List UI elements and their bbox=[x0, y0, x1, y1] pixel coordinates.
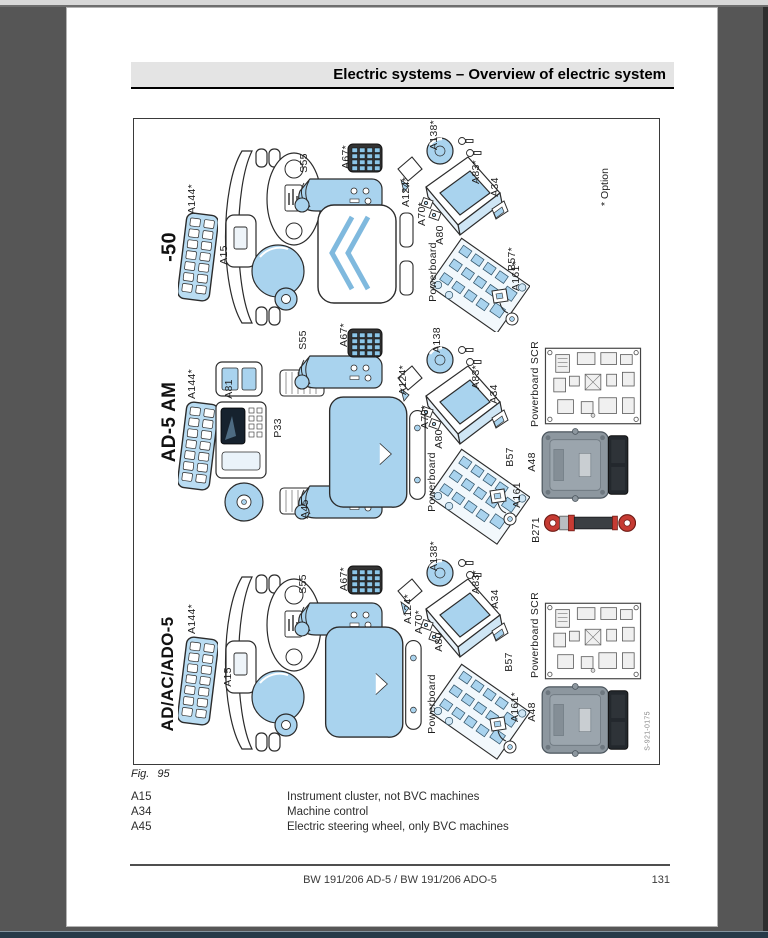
steering-console-art bbox=[224, 148, 322, 326]
label-a161: A161* bbox=[509, 691, 521, 723]
keypad-a144-art bbox=[178, 211, 218, 303]
label-a67: A67* bbox=[340, 145, 352, 169]
label-b57: B57 bbox=[503, 652, 515, 672]
footer-page-number: 131 bbox=[651, 874, 670, 886]
window-right-edge bbox=[763, 7, 768, 931]
machine-illustration-adacado5 bbox=[178, 558, 642, 760]
label-a70: A70* bbox=[413, 610, 425, 634]
label-a34: A34 bbox=[489, 589, 501, 609]
powerboard-scr-art bbox=[544, 347, 642, 425]
machine-illustration-ad5am bbox=[178, 328, 642, 545]
label-s55: S55 bbox=[298, 153, 310, 173]
armrest-s55-art bbox=[294, 355, 383, 390]
keypad-a67-art bbox=[347, 565, 383, 595]
label-a70: A70* bbox=[416, 202, 428, 226]
ecu-a48-art bbox=[541, 683, 629, 757]
label-powerboard-scr: Powerboard SCR bbox=[529, 592, 541, 678]
cylinder-b271-art bbox=[544, 514, 636, 532]
label-a67: A67* bbox=[338, 323, 350, 347]
label-powerboard-scr: Powerboard SCR bbox=[529, 341, 541, 427]
machine-label: -50 bbox=[158, 232, 181, 262]
legend-code: A34 bbox=[131, 806, 152, 818]
label-a45: A45 bbox=[299, 499, 311, 519]
steering-console-art bbox=[224, 574, 322, 752]
label-a161: A161* bbox=[510, 260, 522, 292]
footer-document-title: BW 191/206 AD-5 / BW 191/206 ADO-5 bbox=[303, 874, 497, 886]
label-a15: A15 bbox=[218, 245, 230, 265]
label-a124: A124* bbox=[397, 364, 409, 396]
section-header-bar: Electric systems – Overview of electric … bbox=[131, 62, 674, 89]
label-a138: A138* bbox=[428, 119, 440, 151]
label-a70: A70* bbox=[419, 405, 431, 429]
label-a67: A67* bbox=[338, 567, 350, 591]
label-a144: A144* bbox=[186, 368, 198, 400]
label-powerboard: Powerboard bbox=[427, 242, 439, 302]
seat-art bbox=[318, 205, 413, 303]
keypad-a144-art bbox=[178, 635, 218, 727]
label-a83: A83* bbox=[470, 570, 482, 594]
label-a15: A15 bbox=[222, 667, 234, 687]
taskbar-strip bbox=[0, 931, 768, 938]
label-a161: A161 bbox=[511, 482, 523, 508]
label-powerboard: Powerboard bbox=[426, 452, 438, 512]
powerboard-scr-art bbox=[544, 602, 642, 680]
window-top-divider bbox=[0, 5, 768, 7]
legend-desc: Machine control bbox=[287, 806, 369, 818]
window-top-strip bbox=[0, 0, 768, 5]
label-a80: A80 bbox=[433, 632, 445, 652]
label-b271: B271 bbox=[530, 517, 542, 543]
label-p33: P33 bbox=[272, 418, 284, 438]
keypad-a144-art bbox=[178, 400, 218, 492]
seat-art bbox=[328, 396, 426, 508]
seat-art bbox=[324, 626, 422, 738]
label-a144: A144* bbox=[186, 603, 198, 635]
label-s55: S55 bbox=[297, 574, 309, 594]
drawing-number: S-921-0175 bbox=[644, 711, 652, 751]
keypad-a67-art bbox=[347, 328, 383, 358]
label-a138: A138* bbox=[428, 540, 440, 572]
label-a83: A83* bbox=[470, 160, 482, 184]
label-s55: S55 bbox=[297, 330, 309, 350]
label-a48: A48 bbox=[526, 452, 538, 472]
label-a80: A80 bbox=[433, 429, 445, 449]
label-a81: A81 bbox=[223, 379, 235, 399]
legend-code: A45 bbox=[131, 821, 152, 833]
legend-code: A15 bbox=[131, 791, 152, 803]
label-b57: B57 bbox=[504, 447, 516, 467]
legend-desc: Electric steering wheel, only BVC machin… bbox=[287, 821, 509, 833]
label-powerboard: Powerboard bbox=[426, 674, 438, 734]
label-a83: A83* bbox=[470, 365, 482, 389]
label-a124: A124* bbox=[400, 176, 412, 208]
machine-label: AD/AC/ADO-5 bbox=[158, 616, 177, 732]
label-a144: A144* bbox=[186, 183, 198, 215]
machine-illustration-50 bbox=[178, 136, 530, 332]
page-footer: BW 191/206 AD-5 / BW 191/206 ADO-5 131 bbox=[130, 874, 670, 888]
footer-rule bbox=[130, 864, 670, 866]
label-a34: A34 bbox=[489, 177, 501, 197]
diagram-row-adacado5: AD/AC/ADO-5 A144* A15 S55 A67* A124* A13… bbox=[134, 541, 661, 766]
legend-desc: Instrument cluster, not BVC machines bbox=[287, 791, 480, 803]
keypad-a67-art bbox=[347, 143, 383, 173]
diagram-row-50: -50 A144* A15 S55 A67* A124* A138* A83* … bbox=[134, 119, 661, 332]
label-a48: A48 bbox=[526, 702, 538, 722]
section-title: Electric systems – Overview of electric … bbox=[333, 66, 666, 83]
ecu-a48-art bbox=[541, 428, 629, 502]
figure-95: -50 A144* A15 S55 A67* A124* A138* A83* … bbox=[133, 118, 660, 765]
figure-caption: Fig. 95 bbox=[131, 768, 170, 780]
machine-label: AD-5 AM bbox=[159, 381, 180, 463]
document-page: Electric systems – Overview of electric … bbox=[66, 7, 718, 927]
label-a138: A138 bbox=[431, 327, 443, 353]
label-a34: A34 bbox=[488, 384, 500, 404]
diagram-row-ad5am: AD-5 AM A144* A81 P33 S55 A67* A45 A124*… bbox=[134, 322, 661, 547]
option-footnote: * Option bbox=[599, 168, 611, 206]
